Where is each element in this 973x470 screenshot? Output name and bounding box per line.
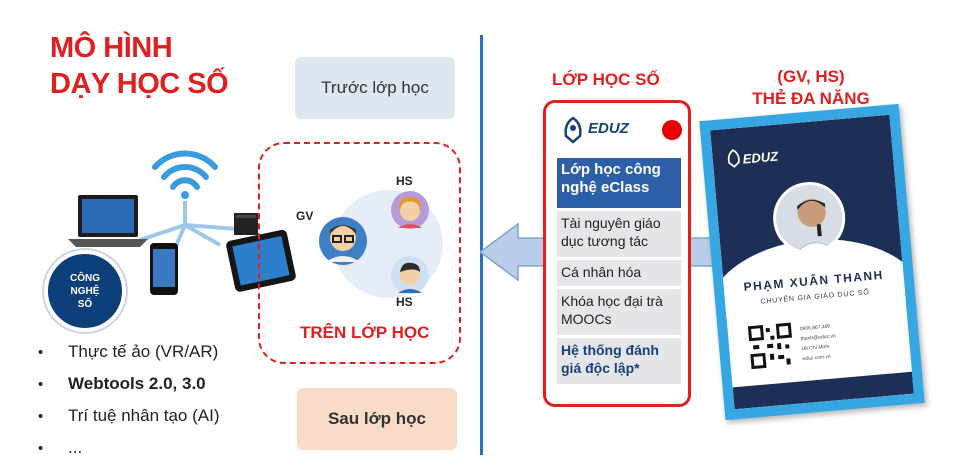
in-class-label: TRÊN LỚP HỌC	[300, 323, 430, 342]
menu-item-resources: Tài nguyên giáo dục tương tác	[557, 211, 681, 257]
diagram-title: MÔ HÌNH DẠY HỌC SỐ	[50, 30, 229, 102]
smartphone-icon	[150, 243, 178, 295]
bullet-text: Thực tế ảo (VR/AR)	[68, 342, 219, 361]
menu-item-assessment: Hệ thống đánh giá độc lập*	[557, 338, 681, 384]
list-item: • Trí tuệ nhân tạo (AI)	[38, 400, 220, 432]
qr-code-icon	[747, 322, 795, 370]
menu-item-moocs: Khóa học đại trà MOOCs	[557, 289, 681, 335]
wifi-icon	[152, 150, 218, 199]
eduz-rocket-icon	[564, 116, 582, 144]
menu-item-personalization: Cá nhân hóa	[557, 260, 681, 286]
card-title-line-2: THẺ ĐA NĂNG	[752, 89, 870, 108]
in-class-dashed-frame	[258, 142, 461, 364]
card-contact-phone: 0906.867.490	[799, 323, 831, 333]
eduz-logo-text: EDUZ	[588, 120, 629, 137]
bullet-text: Webtools 2.0, 3.0	[68, 374, 206, 393]
teacher-avatar-icon	[319, 217, 367, 265]
list-item: •...	[38, 432, 220, 464]
badge-line-1: CÔNG	[70, 272, 100, 284]
card-rocket-icon	[727, 149, 740, 168]
before-class-label: Trước lớp học	[321, 78, 429, 97]
card-title: (GV, HS) THẺ ĐA NĂNG	[736, 66, 886, 110]
teacher-label: GV	[296, 209, 314, 223]
bullet-symbol: •	[38, 439, 44, 457]
list-item: • Thực tế ảo (VR/AR)	[38, 336, 220, 368]
card-title-line-1: (GV, HS)	[777, 67, 845, 86]
tech-bullet-list: • Thực tế ảo (VR/AR) • Webtools 2.0, 3.0 •…	[38, 336, 220, 464]
card-logo-text: EDUZ	[742, 148, 779, 167]
before-class-box: Trước lớp học	[295, 57, 455, 119]
badge-line-3: SỐ	[77, 298, 93, 310]
digital-tech-badge: CÔNG NGHỆ SỐ	[44, 250, 126, 332]
laptop-icon	[68, 195, 148, 247]
student-girl-icon	[391, 191, 429, 229]
badge-line-2: NGHỆ	[70, 285, 100, 297]
bullet-symbol: •	[38, 407, 44, 425]
devices-network-illustration	[68, 150, 296, 295]
title-line-1: MÔ HÌNH	[50, 32, 173, 64]
card-contact-location: Hồ Chí Minh	[801, 343, 830, 353]
card-photo-avatar	[770, 179, 849, 258]
status-dot	[662, 120, 682, 140]
section-divider	[480, 35, 483, 455]
bullet-symbol: •	[38, 375, 44, 393]
title-line-2: DẠY HỌC SỐ	[50, 68, 229, 100]
bullet-symbol: •	[38, 343, 44, 361]
student-label-top: HS	[396, 174, 413, 188]
card-contact-website: eduz.com.vn	[802, 353, 831, 363]
card-contact-email: thanh@eduz.vn	[800, 333, 836, 343]
menu-item-eclass: Lớp học công nghệ eClass	[557, 158, 681, 208]
student-boy-icon	[391, 256, 429, 294]
router-icon	[234, 213, 258, 235]
tablet-icon	[226, 229, 296, 292]
list-item: • Webtools 2.0, 3.0	[38, 368, 220, 400]
after-class-box: Sau lớp học	[297, 388, 457, 450]
bullet-text: Trí tuệ nhân tạo (AI)	[68, 406, 220, 425]
id-card-frame: EDUZ PHẠM XUÂN THANH CHUYÊN GIA GIÁO DỤC…	[699, 103, 925, 421]
student-label-bottom: HS	[396, 295, 413, 309]
after-class-label: Sau lớp học	[327, 409, 427, 428]
digital-class-title: LỚP HỌC SỐ	[552, 70, 660, 89]
bullet-text: ...	[68, 438, 83, 457]
id-card: EDUZ PHẠM XUÂN THANH CHUYÊN GIA GIÁO DỤC…	[699, 103, 925, 421]
id-card-body: EDUZ PHẠM XUÂN THANH CHUYÊN GIA GIÁO DỤC…	[710, 114, 914, 410]
